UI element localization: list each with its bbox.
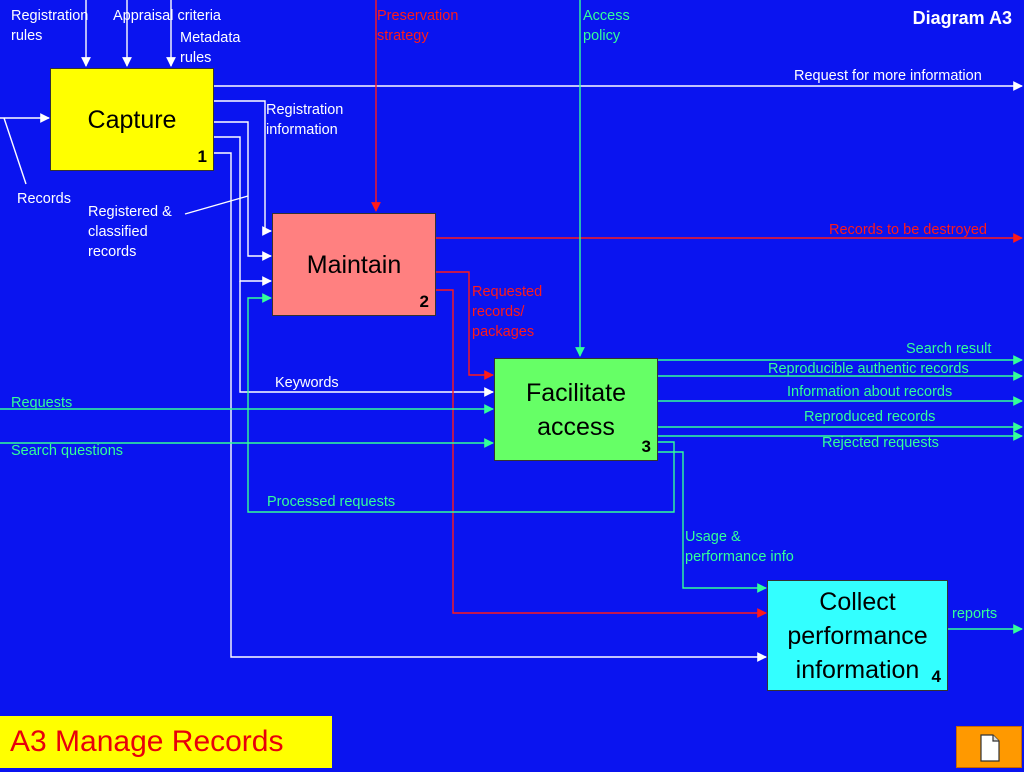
document-button[interactable] (956, 726, 1022, 768)
capture-box[interactable]: Capture 1 (50, 68, 214, 171)
records-callout (3, 117, 27, 185)
arrow-keywords (239, 281, 494, 397)
label-rejected-requests: Rejected requests (822, 435, 939, 451)
maintain-number: 2 (419, 292, 429, 311)
label-search-questions: Search questions (11, 443, 124, 459)
label-reproducible-records: Reproducible authentic records (768, 361, 969, 377)
facilitate-access-label: Facilitate access (525, 379, 627, 441)
label-appraisal-criteria: Appraisal criteria (113, 8, 221, 24)
document-icon (980, 734, 1000, 762)
arrow-registered-records (214, 121, 272, 261)
label-registration-rules: Registration rules (11, 8, 89, 44)
diagram-title: Diagram A3 (912, 8, 1012, 28)
label-requested-records: Requested records/ packages (472, 284, 543, 340)
arrow-maintain-to-collect (436, 289, 767, 618)
label-metadata-rules: Metadata rules (180, 30, 241, 66)
arrow-processed-requests (247, 293, 675, 513)
label-access-policy: Access policy (583, 8, 630, 44)
collect-performance-label: Collect performance information (787, 588, 928, 684)
maintain-label: Maintain (306, 251, 402, 279)
arrow-capture-to-collect (214, 152, 767, 662)
collect-performance-number: 4 (931, 667, 941, 686)
label-reproduced-records: Reproduced records (804, 409, 936, 425)
collect-performance-box[interactable]: Collect performance information 4 (767, 580, 948, 691)
arrow-capture-to-maintain (214, 136, 272, 286)
label-processed-requests: Processed requests (267, 494, 396, 510)
label-preservation-strategy: Preservation strategy (377, 8, 459, 44)
facilitate-access-box[interactable]: Facilitate access 3 (494, 358, 658, 461)
label-info-about-records: Information about records (787, 384, 953, 400)
registered-callout (184, 195, 249, 215)
capture-number: 1 (197, 147, 207, 166)
label-registration-information: Registration information (266, 102, 344, 138)
label-records-destroyed: Records to be destroyed (829, 222, 987, 238)
footer-title: A3 Manage Records (0, 716, 332, 768)
label-registered-classified: Registered & classified records (88, 204, 172, 260)
facilitate-access-number: 3 (641, 437, 651, 456)
label-requests: Requests (11, 395, 73, 411)
arrow-usage-performance (658, 451, 767, 593)
maintain-box[interactable]: Maintain 2 (272, 213, 436, 316)
label-search-result: Search result (906, 341, 992, 357)
label-keywords: Keywords (275, 375, 339, 391)
capture-label: Capture (87, 106, 177, 134)
label-request-more-info: Request for more information (794, 68, 982, 84)
label-reports: reports (952, 606, 998, 622)
arrow-requested-records (436, 271, 494, 380)
label-records: Records (17, 191, 71, 207)
arrow-registration-info (214, 100, 272, 236)
label-usage-performance: Usage & performance info (685, 529, 794, 565)
